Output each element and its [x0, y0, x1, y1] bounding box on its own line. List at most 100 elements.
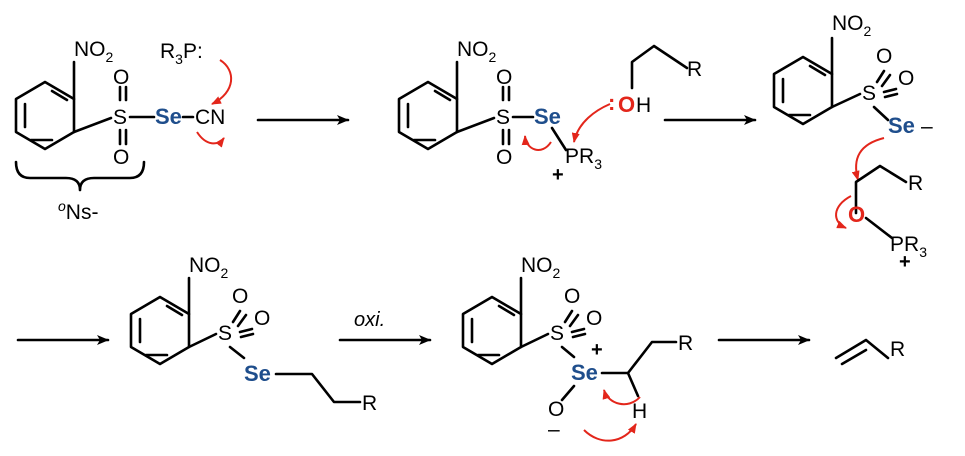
- selenoxide-charge: –: [548, 418, 560, 441]
- alcohol-chain: [630, 44, 689, 90]
- alkyl-r-4: R: [362, 392, 377, 415]
- structure-ons-secn: NO2 S O O Se CN R3P: oNs-: [14, 38, 233, 224]
- phosphine-reagent: R3P:: [160, 40, 203, 67]
- phosphonium-charge-3: +: [899, 251, 911, 273]
- bond-s-o-5d: [571, 332, 587, 339]
- bond-s-o-3d: [883, 92, 899, 99]
- nitro-group-5: NO2: [521, 254, 561, 281]
- bond-s-se-4: [228, 345, 246, 360]
- selenoxide-oxygen: O: [548, 398, 564, 421]
- bond-s-o-3b: [880, 73, 892, 88]
- alcohol: R : O H: [608, 44, 702, 117]
- bond-c-h: [626, 371, 640, 398]
- bond-s-o-3a: [875, 69, 886, 84]
- curly-arrow-oxygen-attack: [571, 103, 611, 143]
- curly-arrow-cyanide-leaving: [196, 131, 225, 148]
- oxidation-label: oxi.: [354, 309, 385, 331]
- bond-s-o-3c: [882, 87, 898, 94]
- lone-pair: :: [608, 90, 615, 115]
- ons-brace: [14, 160, 146, 192]
- alkoxy-oxygen: O: [848, 202, 865, 227]
- curly-arrow-phosphine-attack: [211, 59, 233, 105]
- selenium-atom-5: Se: [571, 360, 598, 385]
- oxygen-bottom: O: [113, 146, 129, 169]
- bond-s-se-3: [872, 105, 890, 122]
- bond-ring-s: [72, 116, 113, 134]
- alkene-double-bond: [840, 348, 868, 366]
- nitro-group-4: NO2: [189, 254, 229, 281]
- structure-selenoxide: NO2 S O O Se + O – R H: [461, 254, 693, 442]
- bond-se-p: [550, 126, 568, 152]
- oxygen-top: O: [113, 66, 129, 89]
- alkyl-chain-3: [854, 164, 908, 215]
- curly-arrow-ch-bond: [602, 389, 641, 406]
- bond-s-o-5c: [570, 327, 586, 334]
- alkyl-chain-4: [274, 372, 362, 404]
- bond-s-o-5a: [563, 309, 574, 324]
- oxygen-5b: O: [586, 307, 602, 330]
- nitro-group-2: NO2: [457, 38, 497, 65]
- bond-s-o-4a: [231, 309, 242, 324]
- oxygen-5a: O: [564, 285, 580, 308]
- phosphonium-charge: +: [552, 164, 564, 186]
- alkyl-r-5: R: [678, 332, 693, 355]
- alkyl-chain-5: [600, 340, 678, 375]
- bond-s-se-5: [560, 345, 576, 359]
- curly-arrow-co-bond: [835, 195, 852, 229]
- selenolate-charge: –: [921, 115, 933, 138]
- curly-arrow-se-p-bond: [521, 135, 552, 151]
- phosphonium-group: PR3: [565, 145, 602, 172]
- bond-s-o-4b: [236, 313, 248, 328]
- oxygen-bottom-2: O: [496, 146, 512, 169]
- bond-ring-s-5: [519, 332, 550, 349]
- structure-alkene: R: [834, 338, 905, 366]
- oxygen-3b: O: [898, 67, 914, 90]
- bond-o-p: [864, 216, 894, 240]
- alcohol-oxygen: O: [618, 92, 635, 117]
- alkene-chain: [834, 338, 890, 360]
- phosphonium-group-3: PR3: [890, 233, 927, 260]
- curly-arrow-selenolate-attack: [851, 137, 885, 181]
- selenium-atom-3: Se: [888, 113, 915, 138]
- benzene-ring-3: [772, 55, 834, 126]
- selenium-atom: Se: [155, 104, 182, 129]
- oxygen-3a: O: [876, 45, 892, 68]
- structure-selenophosphonium: NO2 S O O Se PR3 + R : O H: [397, 38, 702, 186]
- ons-label: oNs-: [58, 198, 98, 224]
- benzene-ring-2: [397, 80, 459, 151]
- beta-hydrogen: H: [632, 400, 647, 423]
- curly-arrow-oxygen-abstraction: [583, 423, 637, 442]
- bond-se-o: [560, 384, 576, 402]
- oxygen-top-2: O: [496, 66, 512, 89]
- sulfur-atom-2: S: [496, 106, 510, 129]
- alkene-r: R: [890, 338, 905, 361]
- sulfur-atom-3: S: [862, 82, 876, 105]
- bond-s-o-4c: [238, 327, 254, 334]
- sulfur-atom: S: [113, 106, 127, 129]
- benzene-ring-5: [461, 295, 523, 366]
- sulfur-atom-5: S: [550, 322, 564, 345]
- nitro-group-3: NO2: [832, 12, 872, 39]
- sulfur-atom-4: S: [218, 322, 232, 345]
- bond-ring-s-4: [187, 332, 218, 349]
- alcohol-r: R: [687, 58, 702, 81]
- selenium-atom-4: Se: [244, 361, 271, 386]
- selenium-atom-2: Se: [534, 104, 561, 129]
- nitro-group: NO2: [74, 38, 114, 65]
- benzene-ring-1: [14, 80, 76, 151]
- structure-selenolate-alkoxyphosphonium: NO2 S O O Se – R O PR3 +: [772, 12, 933, 273]
- bond-s-o-4d: [239, 332, 255, 339]
- oxygen-4a: O: [232, 285, 248, 308]
- structure-selenoether: NO2 S O O Se R: [129, 254, 377, 415]
- alkyl-r-3: R: [908, 172, 923, 195]
- benzene-ring-4: [129, 295, 191, 366]
- alcohol-hydrogen: H: [636, 94, 651, 117]
- selenium-charge: +: [591, 339, 603, 361]
- bond-s-o-5b: [568, 313, 580, 328]
- cyano-group: CN: [195, 106, 225, 129]
- bond-ring-s-3: [830, 92, 862, 109]
- oxygen-4b: O: [254, 307, 270, 330]
- bond-ring-s-2: [455, 116, 496, 134]
